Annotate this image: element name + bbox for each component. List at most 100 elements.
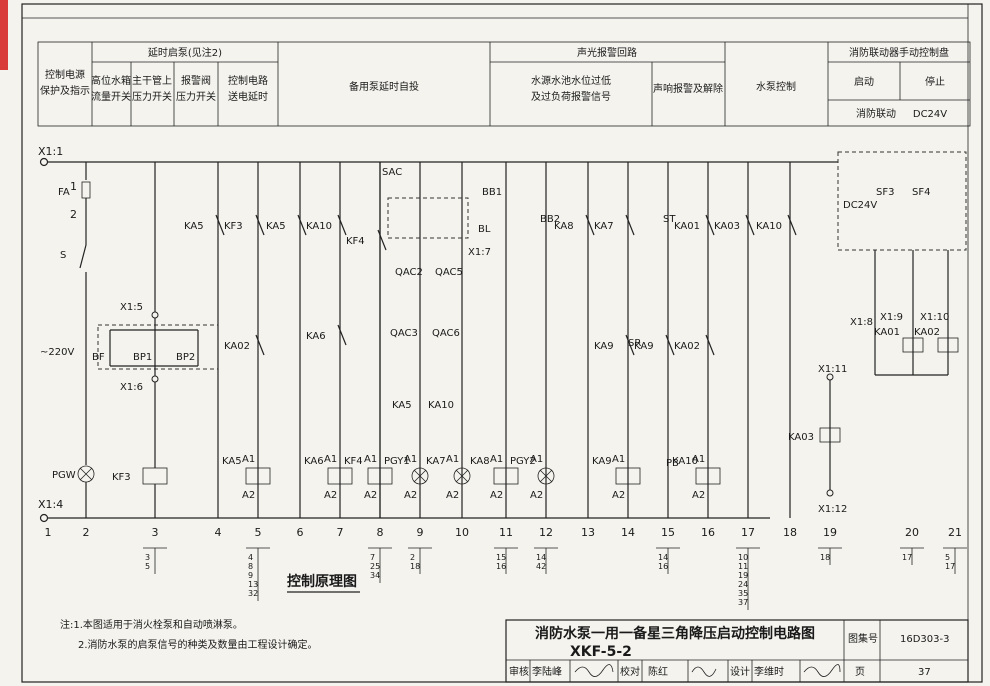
xref-table: 18	[818, 547, 842, 565]
xref-row: 3	[145, 553, 150, 562]
contact-blade	[625, 214, 635, 236]
linkage-box	[837, 151, 967, 251]
xref-row: 2	[410, 553, 415, 562]
coil-label: PGY2	[510, 456, 536, 467]
coil-label: KA5	[222, 456, 242, 467]
terminal-a1: A1	[404, 454, 417, 465]
column-number: 2	[83, 526, 90, 539]
xref-row: 18	[410, 562, 420, 571]
terminal-x1-9: X1:9	[880, 312, 903, 323]
terminal-a1: A1	[364, 454, 377, 465]
xref-row: 19	[738, 571, 748, 580]
atlas-no: 16D303-3	[900, 634, 949, 645]
contact-blade	[255, 214, 265, 236]
cross-references: 3548913327253421815161442141610111924353…	[143, 547, 967, 610]
hdr-water-level-2: 及过负荷报警信号	[531, 90, 611, 103]
hdr-sound: 声响报警及解除	[653, 82, 723, 95]
drawing-code: XKF-5-2	[570, 644, 632, 660]
contact-label: KA8	[554, 221, 574, 232]
column-number: 4	[215, 526, 222, 539]
title-block: 消防水泵一用一备星三角降压启动控制电路图 XKF-5-2 图集号 16D303-…	[505, 619, 969, 683]
contact-blade	[215, 214, 225, 236]
xref-row: 25	[370, 562, 380, 571]
atlas-label: 图集号	[848, 632, 878, 645]
lamp-symbol	[453, 467, 471, 485]
contact-label: KA02	[674, 341, 700, 352]
terminal-a2: A2	[324, 490, 337, 501]
coil-kf3: KF3	[112, 472, 131, 483]
contact-label: KA01	[674, 221, 700, 232]
terminal-a1: A1	[324, 454, 337, 465]
lamp-symbol	[411, 467, 429, 485]
reviewer: 李陆峰	[532, 665, 562, 678]
hdr-main-pipe-2: 压力开关	[132, 90, 172, 103]
terminal-a1: A1	[242, 454, 255, 465]
terminal-a1: A1	[612, 454, 625, 465]
contact-label: KA5	[184, 221, 204, 232]
comp-qac5: QAC5	[435, 267, 463, 278]
xref-table: 35	[143, 547, 167, 574]
xref-row: 17	[902, 553, 912, 562]
terminal-x1-4: X1:4	[38, 498, 63, 511]
xref-row: 8	[248, 562, 253, 571]
comp-bl: BL	[478, 224, 491, 235]
terminal-x1-12: X1:12	[818, 504, 847, 515]
contact-label: KF4	[346, 236, 365, 247]
hdr-standby: 备用泵延时自投	[349, 80, 419, 93]
header-table: 控制电源 保护及指示 延时启泵(见注2) 高位水箱 流量开关 主干管上 压力开关…	[37, 41, 971, 127]
branch: KA10	[756, 162, 797, 518]
comp-ka5-c: KA5	[392, 400, 412, 411]
comp-qac2: QAC2	[395, 267, 423, 278]
sac-box	[387, 197, 469, 239]
signature-designer	[803, 664, 841, 677]
branch: KA9	[634, 162, 675, 518]
lamp-cross	[539, 469, 553, 483]
contact-label: KA9	[594, 341, 614, 352]
check-label: 校对	[620, 665, 640, 678]
column-number: 15	[661, 526, 675, 539]
lamp-cross	[413, 469, 427, 483]
comp-st: ST	[663, 214, 676, 225]
design-label: 设计	[730, 665, 750, 678]
comp-bb2: BB2	[540, 214, 560, 225]
outer-frame	[21, 3, 983, 683]
column-number: 8	[377, 526, 384, 539]
xref-row: 18	[820, 553, 830, 562]
branch: KA03	[714, 162, 755, 518]
coil-ka03: KA03	[788, 432, 814, 443]
hdr-dc: DC24V	[913, 109, 947, 120]
contact-label: KF3	[224, 221, 243, 232]
signature-checker	[691, 666, 717, 677]
hdr-start: 启动	[854, 75, 874, 88]
drawing-title: 消防水泵一用一备星三角降压启动控制电路图	[535, 625, 815, 642]
terminal-a1: A1	[490, 454, 503, 465]
xref-row: 5	[145, 562, 150, 571]
xref-row: 4	[248, 553, 253, 562]
xref-row: 34	[370, 571, 380, 580]
column-number: 11	[499, 526, 513, 539]
note-1: 注:1.本图适用于消火栓泵和自动喷淋泵。	[60, 618, 243, 631]
coil-symbol	[327, 467, 353, 485]
terminal-x1-1: X1:1	[38, 145, 63, 158]
column-number: 5	[255, 526, 262, 539]
coil-symbol	[695, 467, 721, 485]
terminal-a2: A2	[692, 490, 705, 501]
xref-row: 17	[945, 562, 955, 571]
contact-label: KA10	[756, 221, 782, 232]
column-number: 21	[948, 526, 962, 539]
column-number: 14	[621, 526, 635, 539]
column-number: 3	[152, 526, 159, 539]
xref-row: 7	[370, 553, 375, 562]
xref-row: 14	[658, 553, 668, 562]
xref-row: 10	[738, 553, 748, 562]
signature-reviewer	[574, 664, 614, 677]
review-label: 审核	[509, 665, 529, 678]
lamp-symbol	[537, 467, 555, 485]
contact-label: KA9	[634, 341, 654, 352]
